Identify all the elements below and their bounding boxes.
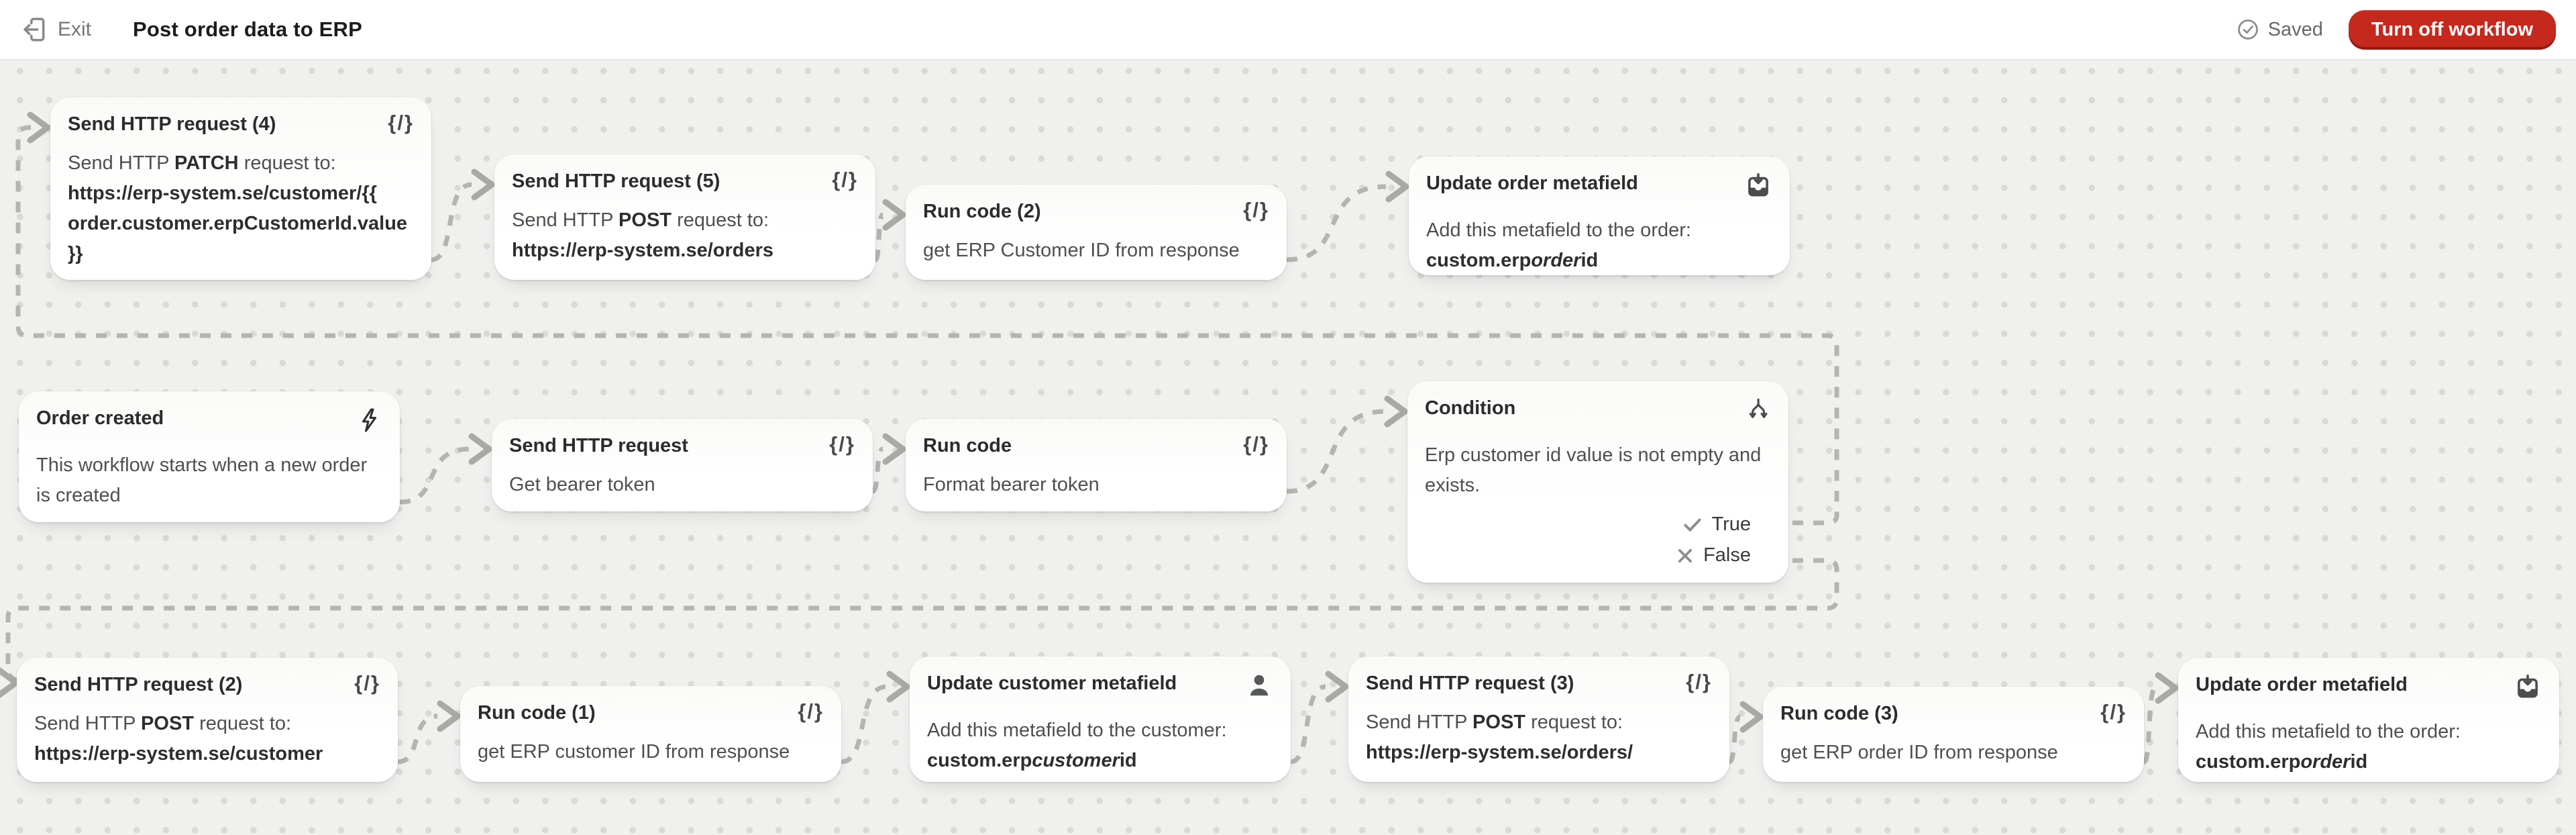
code-icon: {/} (354, 671, 380, 695)
node-description: get ERP order ID from response (1780, 742, 2058, 763)
node-title: Run code (3) (1780, 703, 1898, 724)
connector (1286, 409, 1385, 494)
output-label: True (1711, 513, 1751, 535)
connector (399, 446, 470, 505)
connector (873, 212, 885, 262)
condition-false-output[interactable]: False (1676, 544, 1751, 567)
save-status: Saved (2236, 17, 2323, 42)
code-icon: {/} (829, 432, 855, 456)
connector-arrow-icon (882, 199, 906, 231)
connector-arrow-icon (471, 168, 495, 201)
saved-check-icon (2236, 17, 2260, 42)
code-icon: {/} (1686, 670, 1712, 693)
workflow-canvas[interactable]: Send HTTP request (4) {/} Send HTTP PATCH … (0, 60, 2576, 835)
node-title: Send HTTP request (5) (512, 170, 720, 192)
node-b-send-http-request-5[interactable]: Send HTTP request (5) {/} Send HTTP POST r… (494, 154, 875, 280)
connector-arrow-icon (886, 671, 910, 703)
connector (397, 714, 438, 765)
connector-false-branch (5, 558, 1839, 683)
node-title: Send HTTP request (4) (68, 113, 276, 135)
import-icon (2514, 673, 2542, 704)
node-title: Update order metafield (2196, 674, 2408, 695)
turn-off-workflow-button[interactable]: Turn off workflow (2348, 9, 2556, 50)
node-description: Send HTTP POST request to: https://erp-s… (34, 713, 323, 765)
node-title: Run code (2) (923, 201, 1041, 222)
code-icon: {/} (388, 111, 414, 134)
node-j-run-code-1[interactable]: Run code (1) {/} get ERP customer ID from … (460, 686, 841, 782)
connector-arrow-icon (882, 433, 906, 465)
page-title: Post order data to ERP (133, 17, 363, 41)
code-icon: {/} (1243, 198, 1269, 222)
node-l-send-http-request-3[interactable]: Send HTTP request (3) {/} Send HTTP POST r… (1348, 656, 1729, 782)
code-icon: {/} (1243, 432, 1269, 456)
node-description: get ERP Customer ID from response (923, 240, 1240, 261)
node-description: Erp customer id value is not empty and e… (1425, 444, 1762, 496)
connector (1727, 714, 1741, 765)
node-description: get ERP customer ID from response (478, 741, 790, 763)
connector-arrow-icon (468, 433, 492, 465)
saved-label: Saved (2267, 18, 2323, 40)
output-label: False (1703, 544, 1751, 566)
node-c-run-code-2[interactable]: Run code (2) {/}get ERP Customer ID from … (906, 185, 1287, 280)
connector (871, 446, 884, 494)
code-icon: {/} (2100, 700, 2127, 724)
connector (431, 182, 472, 262)
node-description: Send HTTP POST request to: https://erp-s… (512, 209, 774, 261)
node-f-send-http-request[interactable]: Send HTTP request {/} Get bearer token (492, 419, 873, 511)
exit-button[interactable]: Exit (20, 15, 91, 44)
node-title: Run code (1) (478, 702, 596, 724)
node-description: Add this metafield to the order: custom.… (2196, 721, 2461, 773)
connector-arrow-icon (27, 111, 51, 144)
connector (2141, 685, 2158, 765)
node-description: Add this metafield to the customer: cust… (927, 720, 1227, 771)
node-title: Send HTTP request (2) (34, 674, 243, 695)
person-icon (1245, 671, 1273, 703)
node-title: Update order metafield (1426, 173, 1638, 194)
connector-arrow-icon (1384, 395, 1408, 428)
node-title: Run code (923, 435, 1012, 456)
exit-icon (20, 15, 48, 44)
node-i-send-http-request-2[interactable]: Send HTTP request (2) {/} Send HTTP POST r… (17, 658, 398, 782)
code-icon: {/} (832, 168, 858, 191)
node-description: Send HTTP POST request to: https://erp-s… (1366, 711, 1633, 763)
node-description: Send HTTP PATCH request to: https://erp-… (68, 152, 408, 264)
exit-label: Exit (58, 18, 92, 40)
top-bar: Exit Post order data to ERP Saved Turn o… (0, 0, 2576, 60)
node-title: Send HTTP request (509, 435, 688, 456)
check-icon (1682, 515, 1703, 535)
node-title: Order created (36, 407, 164, 429)
connector (841, 684, 888, 765)
connector-arrow-icon (0, 667, 19, 699)
connector-true-branch (15, 125, 1839, 526)
connector-arrow-icon (437, 700, 461, 732)
connector-arrow-icon (1325, 671, 1349, 703)
connector (1290, 684, 1326, 765)
node-description: Get bearer token (509, 474, 655, 495)
import-icon (1744, 171, 1772, 203)
connector-lines (0, 111, 2179, 765)
node-m-run-code-3[interactable]: Run code (3) {/} get ERP order ID from res… (1763, 687, 2144, 782)
connector-arrow-icon (2155, 672, 2179, 704)
node-title: Send HTTP request (3) (1366, 673, 1574, 694)
connector-arrow-icon (1385, 170, 1409, 203)
node-title: Update customer metafield (927, 673, 1177, 694)
x-icon (1676, 546, 1695, 565)
connector (1286, 184, 1387, 262)
node-description: Add this metafield to the order: custom.… (1426, 219, 1691, 271)
bolt-icon (356, 406, 382, 438)
node-description: This workflow starts when a new order is… (36, 454, 368, 506)
connector-arrow-icon (1739, 701, 1764, 733)
branch-icon (1743, 396, 1771, 428)
code-icon: {/} (798, 699, 824, 723)
node-description: Format bearer token (923, 474, 1099, 495)
node-title: Condition (1425, 397, 1516, 419)
node-g-run-code[interactable]: Run code {/} Format bearer token (906, 419, 1287, 511)
condition-true-output[interactable]: True (1682, 513, 1751, 536)
node-a-send-http-request-4[interactable]: Send HTTP request (4) {/} Send HTTP PATCH … (50, 97, 431, 280)
